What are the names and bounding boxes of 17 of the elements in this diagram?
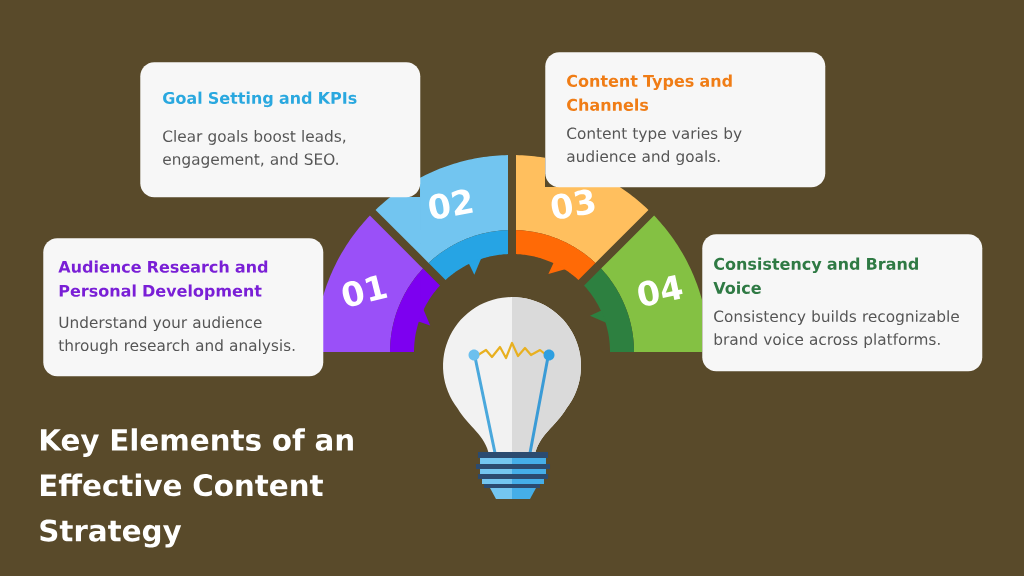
- step-number: 04: [638, 275, 683, 306]
- step-number: 02: [429, 189, 473, 219]
- card-text: Content type varies by audience and goals.: [567, 127, 742, 166]
- step-number: 03: [551, 189, 595, 219]
- step-number: 01: [342, 275, 388, 307]
- card-heading: Content Types and Channels: [567, 74, 732, 111]
- card: [43, 238, 324, 377]
- card: [702, 234, 983, 372]
- card-heading: Consistency and Brand Voice: [713, 257, 918, 294]
- card-heading: Goal Setting and KPIs: [163, 91, 357, 108]
- card-heading: Audience Research and Personal Development: [58, 260, 268, 300]
- title: Key Elements of an Effective Content Strategy: [40, 428, 353, 548]
- card-text: Understand your audience through research and analysis.: [58, 316, 295, 355]
- card: [545, 52, 826, 188]
- card-text: Clear goals boost leads, engagement, and SEO.: [163, 130, 346, 168]
- card-text: Consistency builds recognizable brand voice across platforms.: [714, 310, 959, 349]
- card: [140, 62, 421, 198]
